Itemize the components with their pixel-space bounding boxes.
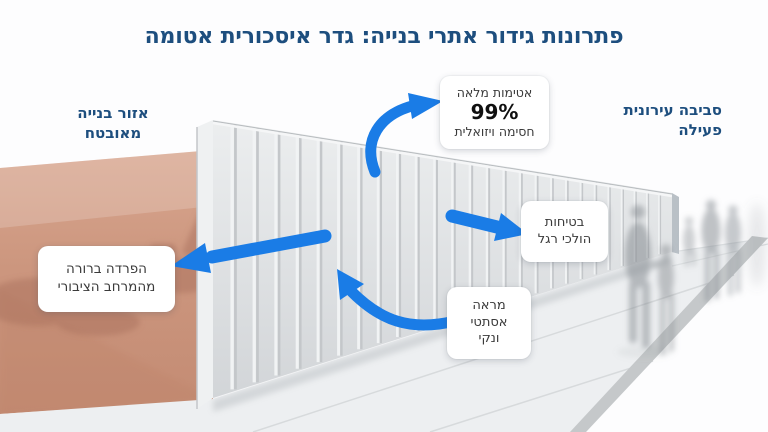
arrow-to-safety-callout <box>445 209 528 241</box>
callout-clear-separation-line1: הפרדה ברורה <box>66 261 147 278</box>
fence-shadow <box>213 254 672 412</box>
zone-label-construction-line2: מאובטח <box>84 124 142 143</box>
callout-clean-look-line1: מראה <box>472 297 506 313</box>
callout-pedestrian-safety: בטיחות הולכי רגל <box>521 201 608 262</box>
pedestrian-silhouettes <box>617 199 766 358</box>
pedestrian-man <box>701 199 721 302</box>
callout-clean-look-line3: ונקי <box>478 331 500 347</box>
callout-pedestrian-safety-line1: בטיחות <box>544 214 585 230</box>
callout-full-opacity-line2: חסימה ויזואלית <box>454 124 535 139</box>
page-title: פתרונות גידור אתרי בנייה: גדר איסכורית א… <box>144 24 624 49</box>
zone-label-construction-line1: אזור בנייה <box>77 104 149 122</box>
callout-pedestrian-safety-line2: הולכי רגל <box>537 231 592 247</box>
callout-clean-look-line2: אסתטי <box>470 314 508 330</box>
zone-label-urban-line2: פעילה <box>678 121 722 140</box>
callout-full-opacity-line1: אטימות מלאה <box>456 84 533 100</box>
arrow-to-aesthetic-callout <box>337 269 461 331</box>
callout-full-opacity: אטימות מלאה 99% חסימה ויזואלית <box>440 76 549 149</box>
pedestrian-child-near <box>651 244 674 355</box>
zone-label-urban: סביבה עירונית פעילה <box>598 100 722 141</box>
callout-clear-separation-line2: מהמרחב הציבורי <box>57 279 156 295</box>
arrows <box>171 93 528 331</box>
arrow-to-opacity-callout <box>365 93 443 178</box>
pedestrian-child-far <box>683 216 696 267</box>
pedestrian-faint <box>748 203 766 287</box>
callout-full-opacity-value: 99% <box>470 100 519 124</box>
callout-clean-look: מראה אסתטי ונקי <box>447 287 531 359</box>
pedestrian-woman <box>625 205 651 348</box>
zone-label-construction: אזור בנייה מאובטח <box>48 103 178 144</box>
zone-label-urban-line1: סביבה עירונית <box>623 101 722 119</box>
callout-clear-separation: הפרדה ברורה מהמרחב הציבורי <box>38 246 175 312</box>
arrow-to-separation-callout <box>171 229 332 273</box>
pedestrian-woman-2 <box>725 205 741 296</box>
